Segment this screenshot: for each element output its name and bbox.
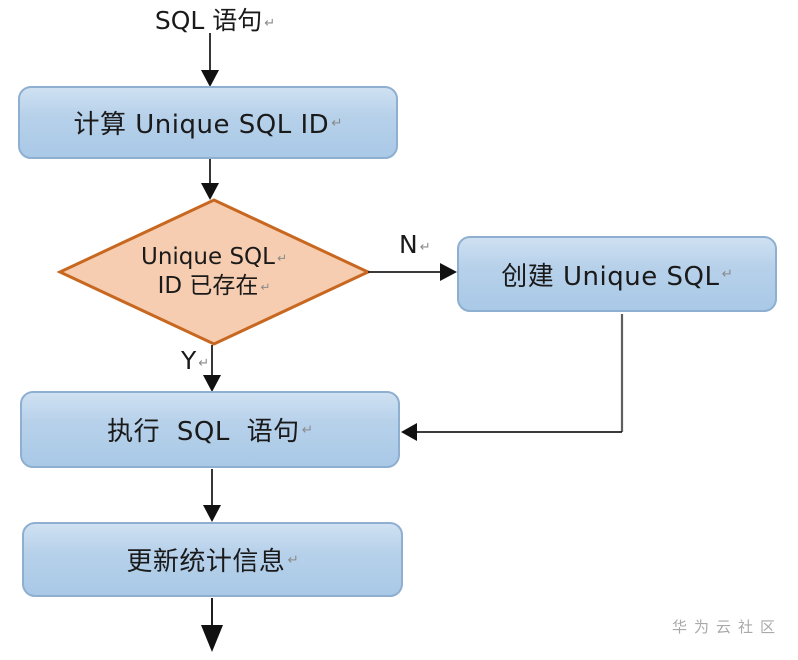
node-update-statistics: 更新统计信息↵ (22, 522, 403, 597)
start-label-text: SQL 语句 (154, 6, 263, 35)
edge-update-to-end (201, 598, 223, 652)
arrowhead-down-icon (203, 375, 221, 392)
paragraph-mark: ↵ (264, 16, 276, 31)
node-execute-sql: 执行 SQL 语句↵ (20, 391, 400, 468)
edge-start-to-compute (201, 33, 219, 87)
arrowhead-right-icon (440, 263, 457, 281)
edge-create-to-execute (401, 314, 624, 441)
arrowhead-down-icon (201, 625, 223, 652)
edge-execute-to-update (203, 469, 221, 522)
edge-decision-to-create (368, 263, 457, 281)
watermark-huawei-cloud-community: 华为云社区 (672, 618, 783, 636)
branch-label-yes: Y↵ (181, 346, 210, 375)
arrowhead-left-icon (401, 423, 417, 441)
edge-compute-to-decision (201, 159, 219, 200)
node-compute-unique-sql-id: 计算 Unique SQL ID↵ (18, 86, 398, 159)
node-compute-label: 计算 Unique SQL ID (73, 110, 330, 140)
paragraph-mark: ↵ (260, 280, 271, 294)
paragraph-mark: ↵ (287, 551, 299, 568)
arrowhead-down-icon (201, 70, 219, 87)
arrowhead-down-icon (203, 505, 221, 522)
decision-label-line1: Unique SQL↵ (141, 244, 287, 270)
paragraph-mark: ↵ (419, 240, 431, 255)
branch-label-no: N↵ (399, 230, 431, 259)
node-update-label: 更新统计信息 (126, 547, 286, 577)
decision-label-line2: ID 已存在↵ (157, 273, 271, 299)
paragraph-mark: ↵ (301, 421, 313, 438)
node-execute-label: 执行 SQL 语句 (107, 417, 300, 447)
node-create-label: 创建 Unique SQL (501, 261, 720, 292)
paragraph-mark: ↵ (331, 114, 343, 131)
paragraph-mark: ↵ (721, 266, 733, 282)
start-label: SQL 语句↵ (140, 1, 290, 37)
node-create-unique-sql: 创建 Unique SQL↵ (457, 236, 777, 312)
decision-label: Unique SQL↵ ID 已存在↵ (84, 243, 344, 301)
arrowhead-down-icon (201, 183, 219, 200)
paragraph-mark: ↵ (276, 251, 287, 265)
paragraph-mark: ↵ (198, 356, 210, 371)
